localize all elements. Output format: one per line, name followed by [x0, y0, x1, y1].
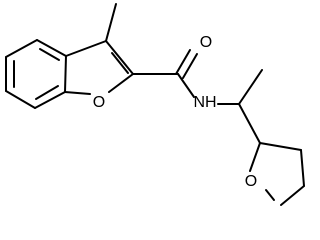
furan-bond-c3-c2	[105, 40, 134, 75]
carbonyl-double-bond-2	[182, 53, 198, 79]
carbonyl-oxygen-label: O	[200, 34, 212, 51]
benzene-bond-3	[34, 91, 66, 109]
benzene-double-bond-bottom-right	[35, 85, 59, 100]
ch-methyl-bond	[238, 69, 263, 105]
benzene-bond-2	[64, 55, 67, 93]
ch-thf-bond	[238, 103, 261, 144]
amide-nh-label: NH	[193, 94, 216, 111]
furan-double-bond-c2-c3	[111, 52, 129, 74]
thf-bond-c5-o	[265, 189, 275, 201]
benzene-double-bond-top	[39, 48, 60, 61]
carbonyl-nitrogen-bond	[177, 73, 195, 98]
benzofuran-carboxamide-structure: O O NH O	[5, 3, 305, 206]
thf-bond-c4-c5	[280, 185, 305, 206]
thf-bond-c2-c3	[259, 142, 302, 151]
furan-bond-c3a-c3	[65, 40, 107, 57]
thf-bond-o-c2	[249, 142, 261, 172]
chemical-structure-diagram: O O NH O	[5, 3, 305, 206]
benzene-bond-4	[5, 90, 36, 109]
furan-bond-o1-c7a	[64, 91, 91, 95]
benzene-bond-1	[36, 39, 67, 57]
furan-bond-c2-o1	[108, 73, 134, 93]
thf-bond-c3-c4	[300, 149, 305, 187]
carbonyl-double-bond-1	[175, 49, 191, 75]
thf-oxygen-label: O	[245, 173, 257, 190]
benzene-bond-6	[5, 39, 38, 58]
furan-oxygen-label: O	[93, 94, 105, 111]
c3-methyl-bond	[105, 3, 117, 42]
